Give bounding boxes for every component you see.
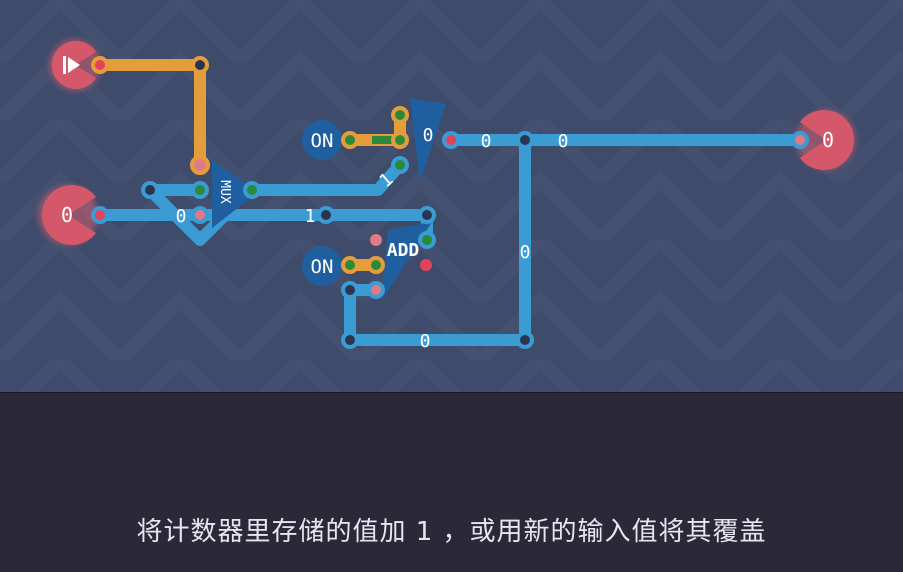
wire-label: 0 <box>558 131 569 152</box>
wire-label: 0 <box>176 206 187 227</box>
hint-panel: 将计数器里存储的值加 1 ，或用新的输入值将其覆盖 <box>0 392 903 572</box>
wire-label: 1 <box>305 206 316 227</box>
mux-component[interactable] <box>212 160 248 228</box>
add-label: ADD <box>387 240 420 261</box>
play-icon <box>63 56 80 74</box>
board-pattern <box>0 0 903 392</box>
value-input[interactable] <box>42 185 96 245</box>
register-value: 0 <box>423 125 434 146</box>
register-component[interactable] <box>410 98 446 182</box>
on-switch-bottom[interactable] <box>302 246 342 286</box>
wire-label: 0 <box>481 131 492 152</box>
level-description: 将计数器里存储的值加 1 ，或用新的输入值将其覆盖 <box>136 517 767 547</box>
wire-label: 0 <box>520 242 531 263</box>
mux-label: MUX <box>217 180 232 204</box>
on-switch-top[interactable] <box>302 120 342 160</box>
input-value: 0 <box>61 203 73 227</box>
wire-label: 0 <box>420 331 431 352</box>
pins[interactable] <box>91 56 809 349</box>
on-switch-bottom-label: ON <box>311 256 334 278</box>
value-output[interactable] <box>800 110 854 170</box>
circuit-board[interactable]: MUX 0 ADD ON ON 0 0 <box>0 0 903 392</box>
on-switch-top-label: ON <box>311 130 334 152</box>
output-value: 0 <box>822 128 834 152</box>
